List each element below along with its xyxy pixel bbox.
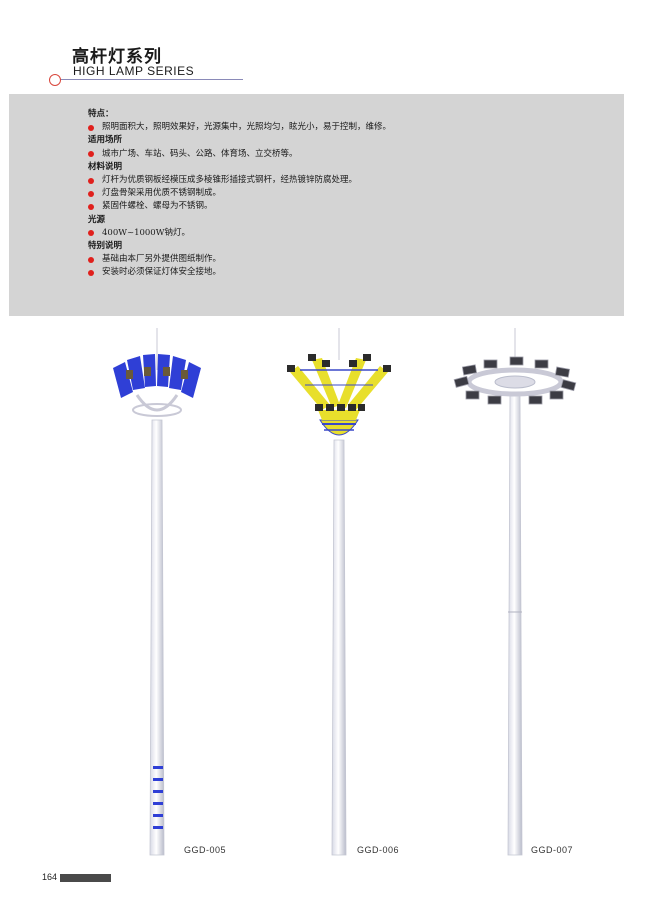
bullet-icon [88, 204, 94, 211]
info-panel [9, 94, 624, 316]
model-label-ggd-005: GGD-005 [184, 845, 227, 855]
material-text: 紧固件螺栓、螺母为不锈钢。 [102, 201, 213, 212]
model-label-ggd-006: GGD-006 [357, 845, 400, 855]
bullet-icon [88, 230, 94, 237]
feature-item: 照明面积大，照明效果好，光源集中，光照均匀，眩光小，易于控制，维修。 [88, 121, 391, 134]
note-item: 基础由本厂另外提供图纸制作。 [88, 253, 391, 266]
bullet-icon [88, 190, 94, 197]
series-title-english: HIGH LAMP SERIES [73, 64, 195, 78]
light-source-text: 400W~1000W钠灯。 [102, 227, 190, 238]
notes-heading: 特别说明 [88, 241, 123, 252]
lamp-ggd-005-image [113, 328, 201, 856]
title-underline [61, 79, 243, 80]
lamp-ggd-006-image [287, 328, 391, 856]
lamp-illustrations [113, 328, 577, 856]
application-item: 城市广场、车站、码头、公路、体育场、立交桥等。 [88, 148, 391, 161]
bullet-icon [88, 124, 94, 131]
note-text: 基础由本厂另外提供图纸制作。 [102, 254, 222, 265]
bullet-icon [88, 177, 94, 184]
bullet-icon [88, 256, 94, 263]
material-text: 灯杆为优质钢板经模压成多棱锥形插接式钢杆，经热镀锌防腐处理。 [102, 175, 358, 186]
note-item: 安装时必须保证灯体安全接地。 [88, 266, 391, 279]
title-ring-decoration [49, 74, 61, 86]
material-item: 灯杆为优质钢板经模压成多棱锥形插接式钢杆，经热镀锌防腐处理。 [88, 174, 391, 187]
info-content: 特点： 照明面积大，照明效果好，光源集中，光照均匀，眩光小，易于控制，维修。 适… [88, 108, 391, 280]
material-item: 灯盘骨架采用优质不锈钢制成。 [88, 187, 391, 200]
series-title-chinese: 高杆灯系列 [72, 47, 162, 67]
bullet-icon [88, 151, 94, 158]
light-source-heading: 光源 [88, 214, 106, 225]
applications-heading: 适用场所 [88, 135, 123, 146]
bullet-icon [88, 270, 94, 277]
note-text: 安装时必须保证灯体安全接地。 [102, 267, 222, 278]
page-number: 164 [42, 872, 58, 882]
page-number-bar [60, 874, 111, 882]
features-heading: 特点： [88, 109, 114, 119]
material-text: 灯盘骨架采用优质不锈钢制成。 [102, 188, 222, 199]
model-label-ggd-007: GGD-007 [531, 845, 574, 855]
application-text: 城市广场、车站、码头、公路、体育场、立交桥等。 [102, 148, 298, 159]
feature-text: 照明面积大，照明效果好，光源集中，光照均匀，眩光小，易于控制，维修。 [102, 122, 392, 133]
light-source-item: 400W~1000W钠灯。 [88, 227, 391, 240]
lamp-ggd-007-image [453, 328, 577, 856]
material-item: 紧固件螺栓、螺母为不锈钢。 [88, 200, 391, 213]
materials-heading: 材料说明 [88, 161, 123, 172]
